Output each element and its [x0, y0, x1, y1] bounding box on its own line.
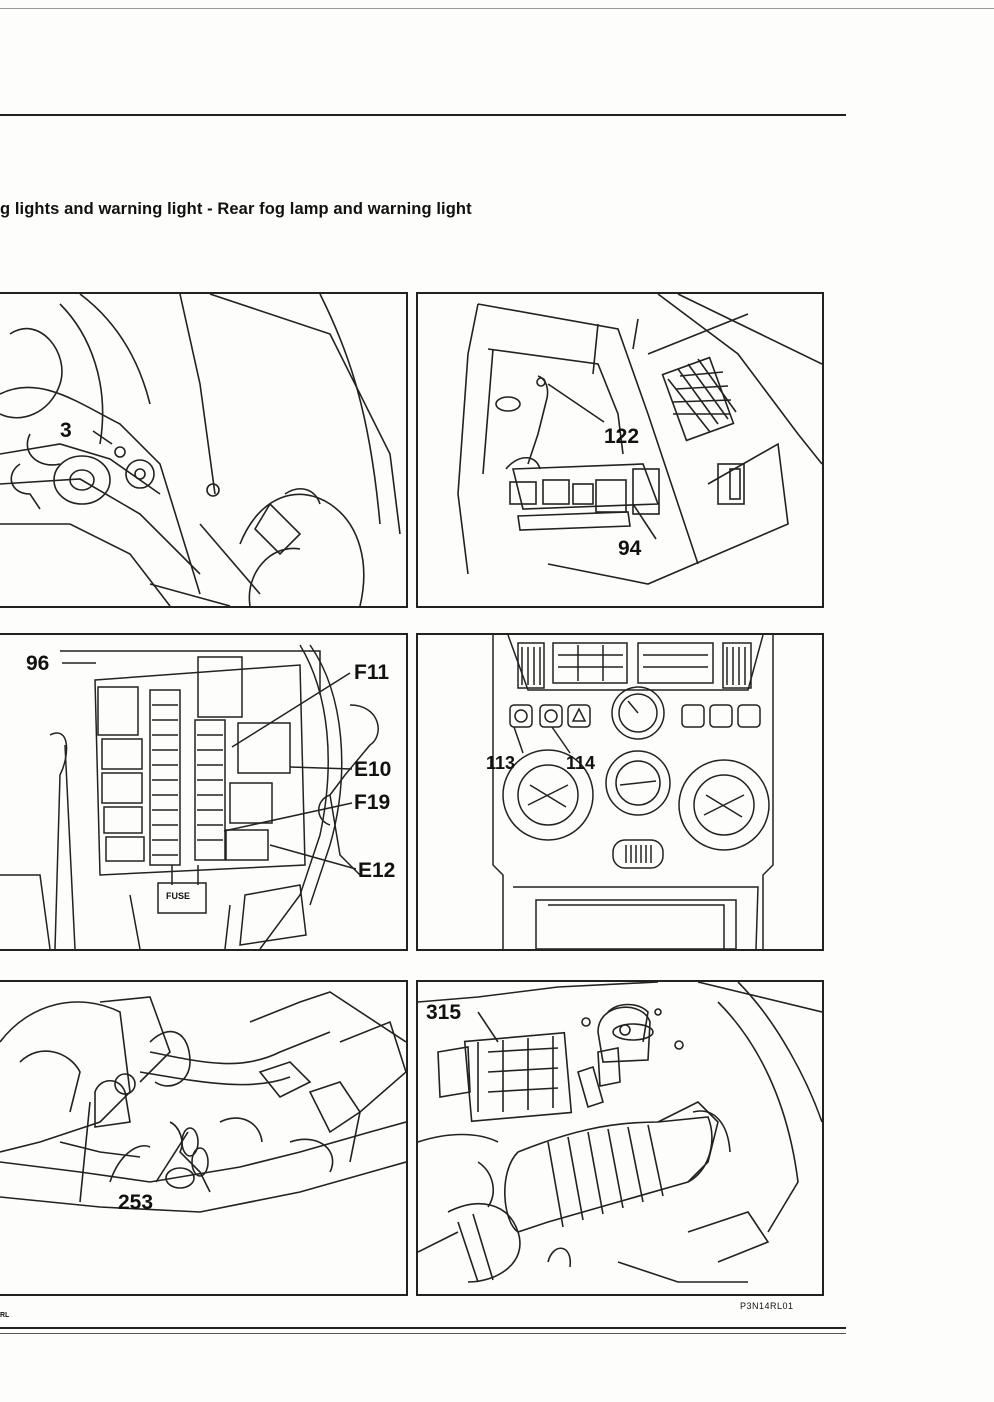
- page-title: g lights and warning light - Rear fog la…: [0, 200, 472, 218]
- relay-bracket-illustration: [457, 294, 822, 585]
- diagram-panel-air-intake: 315: [416, 980, 824, 1296]
- fuse-box-label: FUSE: [166, 891, 191, 901]
- callout-113: 113: [486, 753, 516, 773]
- callout-E12: E12: [358, 859, 396, 882]
- diagram-panel-center-console: 113 114: [416, 633, 824, 951]
- callout-E10: E10: [354, 758, 392, 781]
- callout-F19: F19: [354, 791, 391, 814]
- footer-rule: [0, 1327, 846, 1329]
- fuse-box-illustration: [0, 644, 379, 949]
- footer-rule-thin: [0, 1333, 846, 1334]
- callout-253: 253: [118, 1191, 154, 1214]
- diagram-panel-front-corner: 253: [0, 980, 408, 1296]
- callout-114: 114: [566, 753, 596, 773]
- header-rule: [0, 114, 846, 116]
- diagram-panel-fuse-box: 96 F11 E10 F19 E12 FUSE: [0, 633, 408, 951]
- callout-94: 94: [618, 537, 642, 560]
- scan-edge-line: [0, 8, 994, 9]
- callout-96: 96: [26, 652, 50, 675]
- center-console-illustration: [492, 635, 774, 949]
- diagram-panel-engine-bay-left: 3: [0, 292, 408, 608]
- front-corner-illustration: [0, 991, 406, 1213]
- engine-bay-illustration: [0, 294, 401, 606]
- footer-left-text: RL: [0, 1312, 10, 1319]
- figure-code: P3N14RL01: [740, 1301, 794, 1311]
- air-intake-illustration: [418, 982, 822, 1283]
- callout-F11: F11: [354, 661, 390, 684]
- diagram-panel-dash-relays: 122 94: [416, 292, 824, 608]
- callout-315: 315: [426, 1001, 462, 1024]
- callout-3: 3: [60, 419, 72, 442]
- callout-122: 122: [604, 425, 640, 448]
